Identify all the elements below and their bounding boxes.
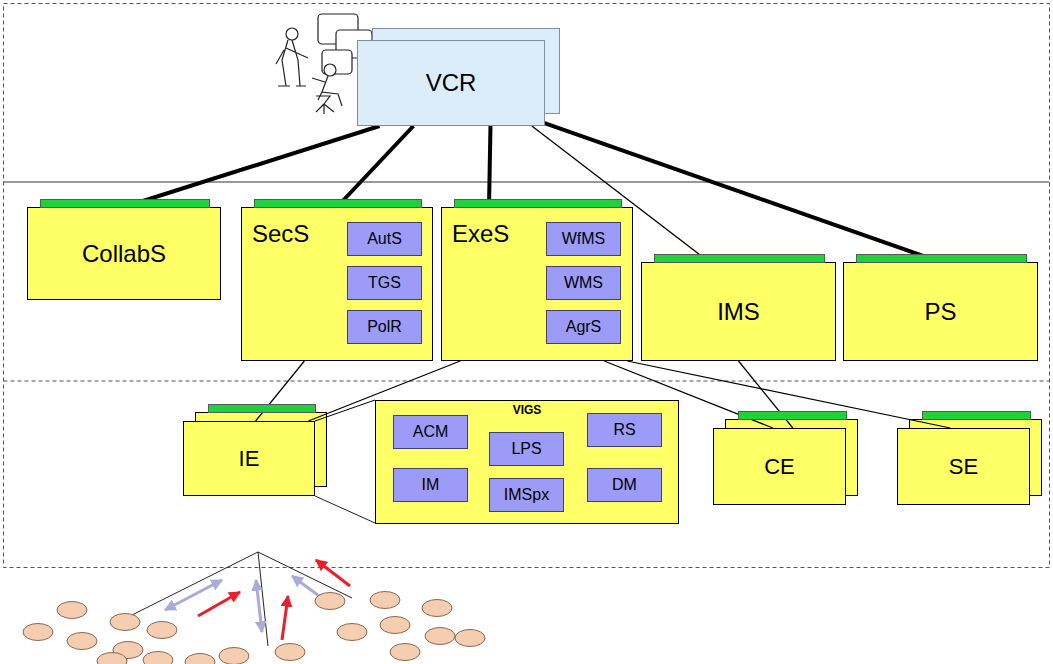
node-label: VCR	[426, 69, 477, 97]
resource-oval	[455, 630, 485, 647]
report-arrow	[198, 592, 240, 616]
node-label: ExeS	[452, 220, 509, 248]
service-module: ACM	[393, 415, 468, 449]
person-feet	[278, 85, 306, 86]
status-bar	[254, 199, 422, 208]
node-label: IM	[422, 476, 440, 494]
resource-oval	[315, 593, 345, 610]
service-module: LPS	[489, 432, 564, 466]
chair	[316, 96, 334, 114]
node-label: IE	[239, 446, 260, 471]
person-head	[286, 28, 298, 40]
node-label: SE	[949, 454, 978, 479]
resource-oval	[97, 653, 127, 664]
resource-oval	[23, 624, 53, 641]
resource-oval	[219, 648, 249, 664]
resource-oval	[425, 628, 455, 645]
resource-oval	[380, 617, 410, 634]
status-bar	[654, 254, 825, 263]
status-bar	[454, 199, 622, 208]
layer-divider	[4, 381, 1050, 382]
resource-oval	[185, 654, 215, 664]
service-module: AgrS	[546, 310, 621, 344]
connector	[532, 126, 709, 262]
service-box: SE	[897, 428, 1030, 505]
node-label: IMSpx	[504, 486, 549, 504]
resource-oval	[337, 624, 367, 641]
connector	[124, 126, 380, 207]
service-box: VCR	[357, 40, 545, 126]
connector	[543, 123, 940, 262]
service-box: PS	[843, 262, 1038, 361]
service-box: IE	[183, 421, 315, 496]
node-label: CE	[764, 454, 795, 479]
node-label: RS	[613, 421, 635, 439]
person-body	[276, 40, 308, 86]
service-module: TGS	[347, 266, 422, 300]
node-label: WfMS	[562, 230, 606, 248]
exchange-arrow	[256, 580, 262, 632]
resource-oval	[147, 622, 177, 639]
node-label: VIGS	[513, 404, 542, 418]
node-label: AutS	[367, 230, 402, 248]
service-module: WMS	[546, 266, 621, 300]
service-module: IM	[393, 468, 468, 502]
person-head	[324, 64, 336, 76]
service-module: RS	[587, 413, 662, 447]
link-line	[130, 552, 258, 616]
status-bar	[208, 404, 316, 413]
node-label: TGS	[368, 274, 401, 292]
node-label: PS	[924, 298, 956, 326]
resource-oval	[275, 644, 305, 661]
service-box: IMS	[641, 262, 836, 361]
outer-frame	[4, 4, 1050, 568]
service-box: ExeS WfMS WMS AgrS	[441, 207, 633, 361]
node-label: WMS	[564, 274, 603, 292]
node-label: LPS	[511, 440, 541, 458]
resources	[23, 592, 485, 664]
layer-divider	[4, 182, 1050, 183]
service-module: PolR	[347, 310, 422, 344]
resource-oval	[110, 614, 140, 631]
service-box: CollabS	[27, 207, 221, 300]
service-box: SecS AutS TGS PolR	[241, 207, 433, 361]
service-module: IMSpx	[489, 478, 564, 512]
connector	[489, 126, 490, 207]
service-module: WfMS	[546, 222, 621, 256]
status-bar	[856, 254, 1027, 263]
status-bar	[922, 411, 1031, 420]
resource-oval	[390, 644, 420, 661]
zoom-line	[315, 496, 375, 523]
service-module: DM	[587, 468, 662, 502]
report-arrow	[282, 596, 288, 640]
resource-oval	[67, 633, 97, 650]
node-label: PolR	[367, 318, 402, 336]
link-line	[258, 552, 352, 598]
gateway-box: VIGS ACM LPS RS IM IMSpx DM	[375, 400, 679, 524]
resource-oval	[143, 652, 173, 664]
stacked-copies	[196, 29, 1042, 496]
node-label: SecS	[252, 220, 309, 248]
resource-oval	[57, 602, 87, 619]
connector	[315, 400, 375, 421]
node-label: CollabS	[82, 240, 166, 268]
report-arrow	[316, 560, 350, 586]
connector	[337, 126, 413, 207]
node-label: IMS	[717, 298, 760, 326]
service-module: AutS	[347, 222, 422, 256]
resource-oval	[422, 600, 452, 617]
resource-oval	[370, 592, 400, 609]
node-label: ACM	[413, 423, 449, 441]
node-label: DM	[612, 476, 637, 494]
person-body	[312, 76, 342, 106]
status-bar	[40, 199, 210, 208]
service-box: CE	[713, 428, 846, 505]
status-bar	[738, 411, 847, 420]
resource-links	[130, 496, 375, 646]
node-label: AgrS	[566, 318, 602, 336]
